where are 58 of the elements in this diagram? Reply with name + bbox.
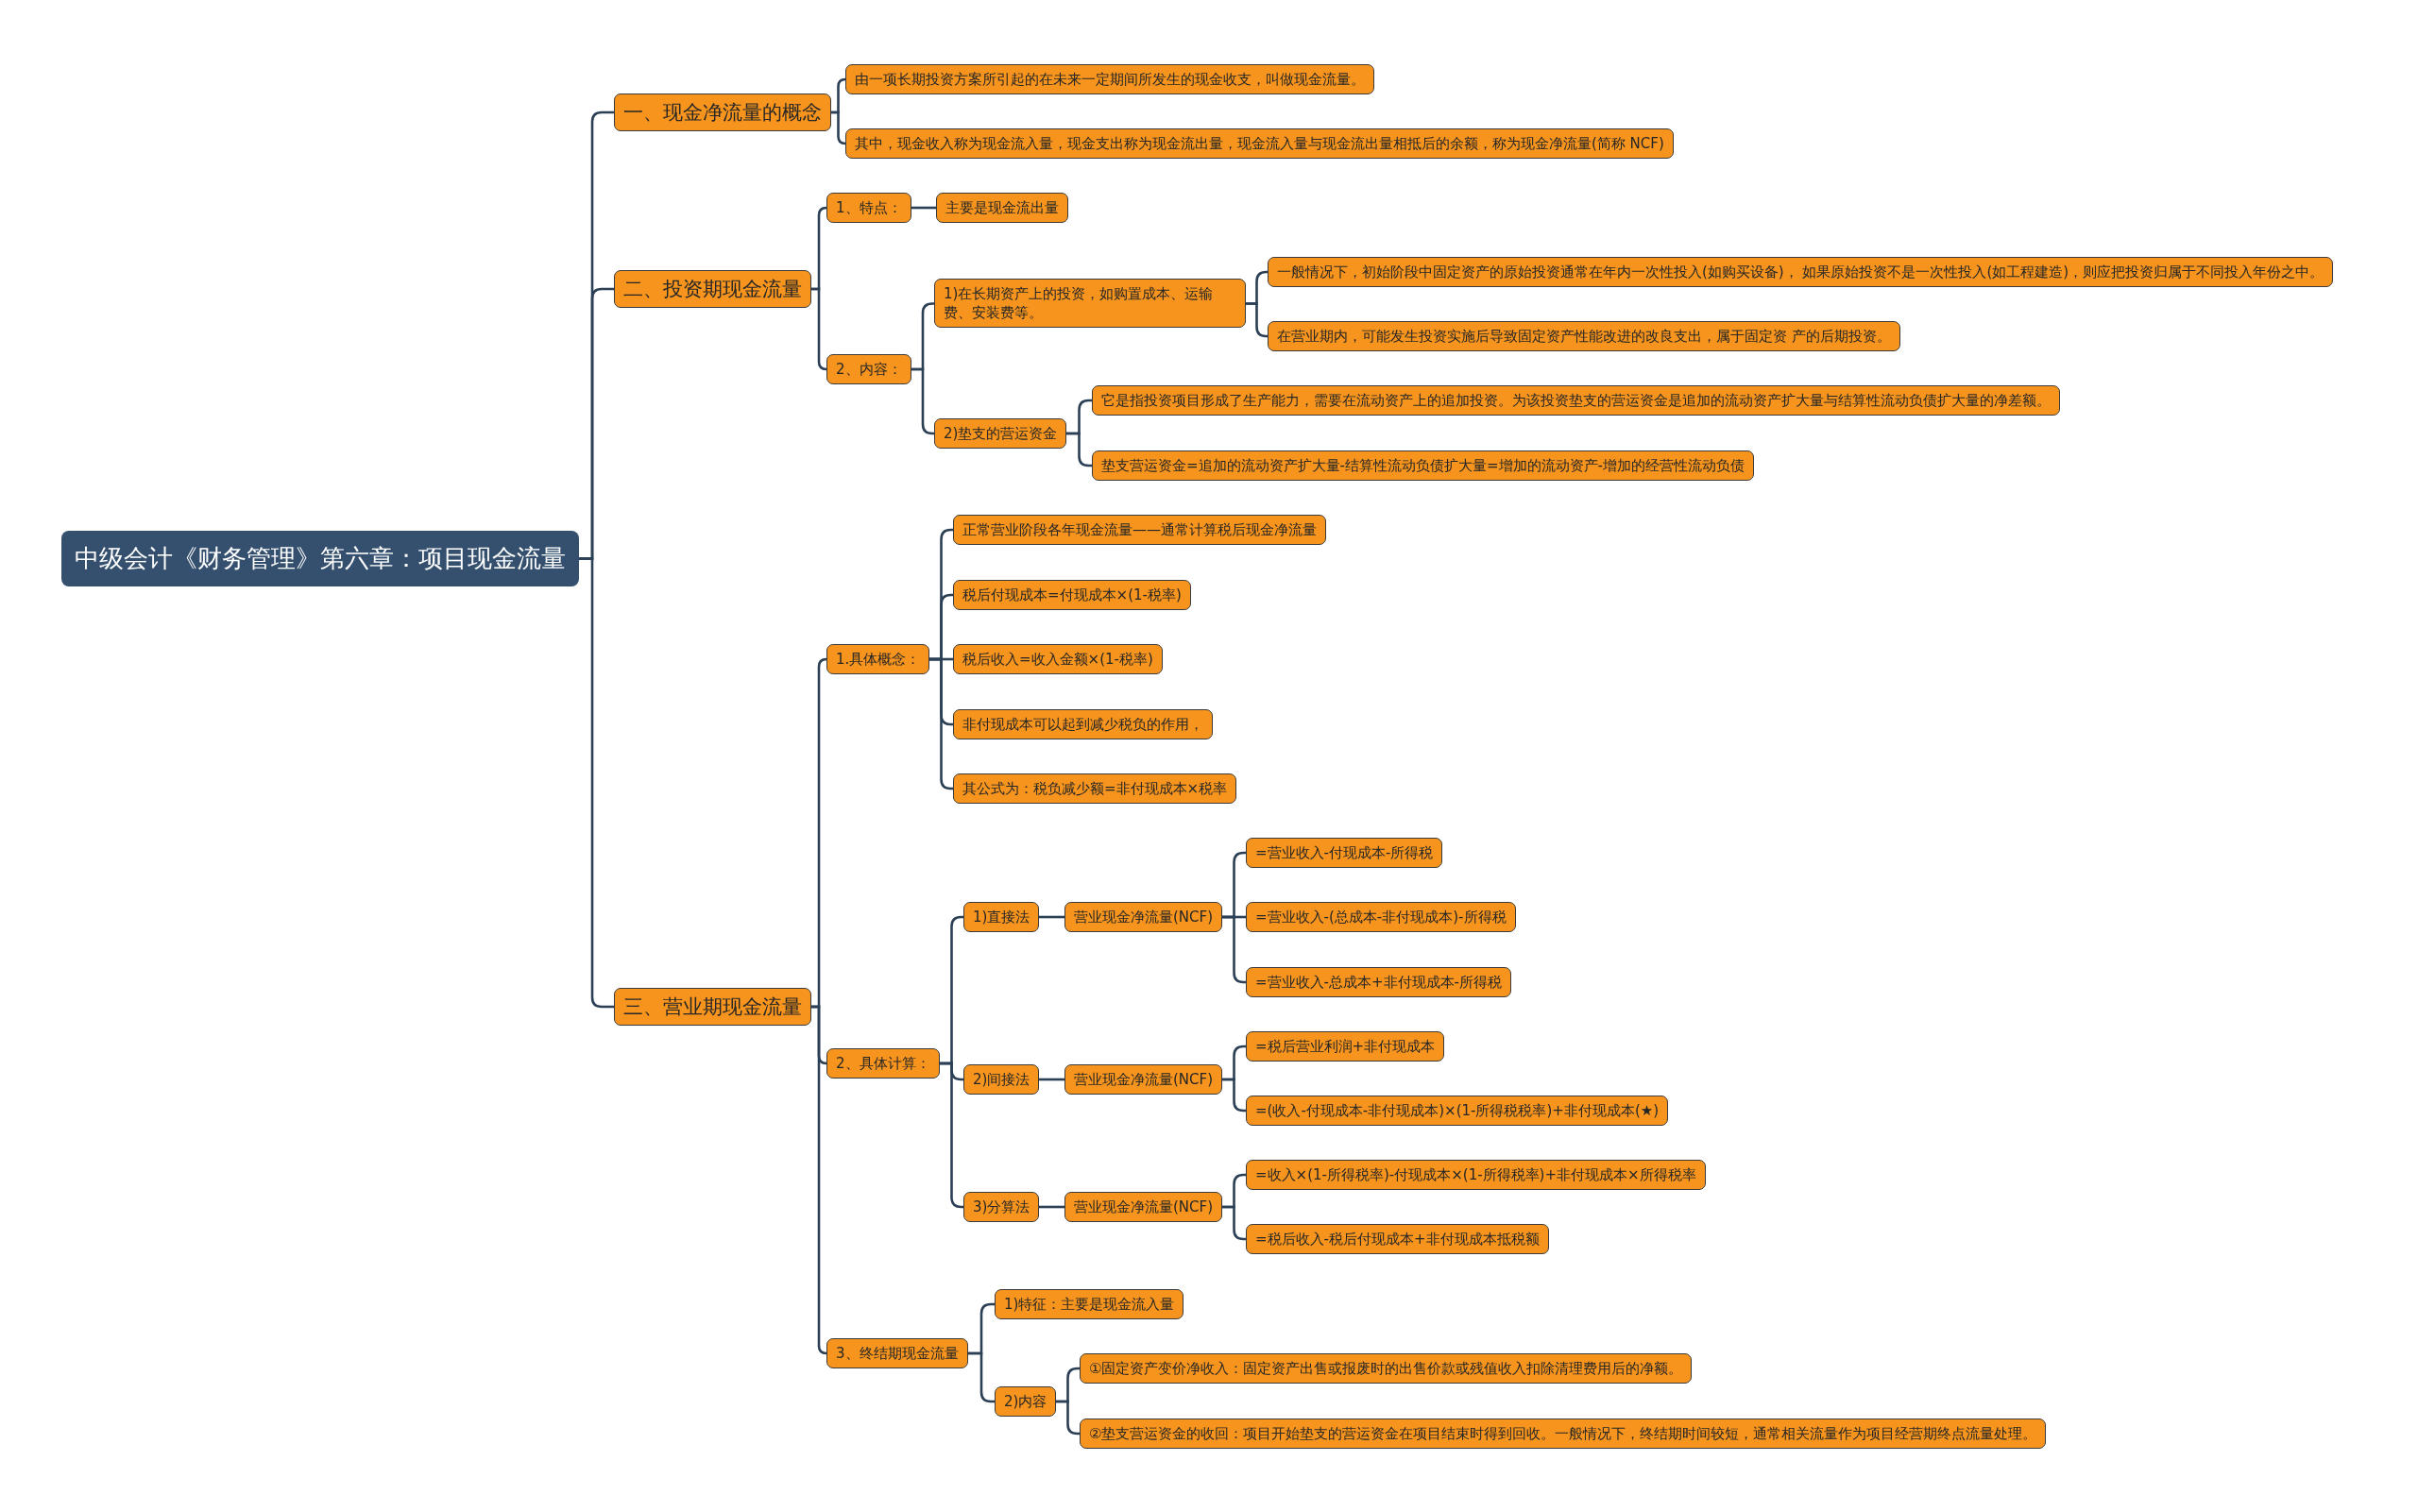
topic-box: 在营业期内，可能发生投资实施后导致固定资产性能改进的改良支出，属于固定资 产的后期投资。: [1268, 321, 1900, 352]
connector: [811, 1005, 828, 1355]
connector: [1246, 302, 1269, 338]
topic-box: 3)分算法: [963, 1192, 1040, 1223]
topic-box: =(收入-付现成本-非付现成本)×(1-所得税税率)+非付现成本(★): [1246, 1096, 1669, 1127]
topic-box: ①固定资产变价净收入：固定资产出售或报废时的出售价款或残值收入扣除清理费用后的净额。: [1080, 1353, 1693, 1385]
connector: [831, 110, 847, 145]
connector: [1039, 1078, 1064, 1081]
connector: [911, 206, 936, 210]
connector: [1056, 1400, 1080, 1436]
topic-box: 1、特点：: [826, 193, 911, 224]
topic-box: 垫支营运资金=追加的流动资产扩大量-结算性流动负债扩大量=增加的流动资产-增加的经营性流动负债: [1092, 450, 1754, 482]
connector: [1039, 1205, 1064, 1209]
topic-box: =营业收入-总成本+非付现成本-所得税: [1246, 967, 1511, 998]
topic-box: 2)间接法: [963, 1064, 1040, 1096]
topic-box: 主要是现金流出量: [936, 193, 1068, 224]
topic-box: 其中，现金收入称为现金流入量，现金支出称为现金流出量，现金流入量与现金流出量相抵后的余额，称为现金净流量(简称 NCF): [845, 128, 1674, 160]
topic-box: 正常营业阶段各年现金流量——通常计算税后现金净流量: [953, 515, 1326, 546]
topic-box: 它是指投资项目形成了生产能力，需要在流动资产上的追加投资。为该投资垫支的营运资金是追加的流动资产扩大量与结算性流动负债扩大量的净差额。: [1092, 385, 2060, 416]
topic-box: 1)直接法: [963, 902, 1040, 933]
connector: [1066, 432, 1092, 467]
topic-box: 二、投资期现金流量: [614, 270, 811, 309]
connector: [968, 1351, 995, 1403]
topic-box: =税后营业利润+非付现成本: [1246, 1031, 1445, 1062]
connector: [811, 287, 828, 371]
topic-box: 一般情况下，初始阶段中固定资产的原始投资通常在年内一次性投入(如购买设备)， 如果原始投资不是一次性投入(如工程建造)，则应把投资归属于不同投入年份之中。: [1268, 257, 2334, 288]
topic-box: ②垫支营运资金的收回：项目开始垫支的营运资金在项目结束时得到回收。一般情况下，终结期时间较短，通常相关流量作为项目经营期终点流量处理。: [1080, 1419, 2047, 1450]
connector: [1222, 915, 1246, 984]
topic-box: 由一项长期投资方案所引起的在未来一定期间所发生的现金收支，叫做现金流量。: [845, 64, 1374, 95]
central-topic: 中级会计《财务管理》第六章：项目现金流量: [61, 530, 579, 586]
topic-box: 三、营业期现金流量: [614, 988, 811, 1027]
topic-box: 2、具体计算：: [826, 1048, 940, 1079]
topic-box: 3、终结期现金流量: [826, 1338, 968, 1369]
topic-box: 营业现金净流量(NCF): [1064, 1064, 1223, 1096]
topic-box: =营业收入-(总成本-非付现成本)-所得税: [1246, 902, 1516, 933]
connector: [929, 657, 953, 790]
connector: [940, 1062, 963, 1209]
topic-box: 非付现成本可以起到减少税负的作用，: [953, 709, 1213, 740]
topic-box: =收入×(1-所得税率)-付现成本×(1-所得税率)+非付现成本×所得税率: [1246, 1160, 1706, 1191]
connector: [1222, 1205, 1246, 1241]
connector: [1039, 915, 1064, 919]
topic-box: 其公式为：税负减少额=非付现成本×税率: [953, 773, 1237, 805]
topic-box: 1.具体概念：: [826, 644, 930, 675]
topic-box: 2、内容：: [826, 354, 911, 385]
topic-box: 营业现金净流量(NCF): [1064, 902, 1223, 933]
topic-box: 税后付现成本=付现成本×(1-税率): [953, 580, 1191, 611]
topic-box: 税后收入=收入金额×(1-税率): [953, 644, 1163, 675]
topic-box: =税后收入-税后付现成本+非付现成本抵税额: [1246, 1224, 1549, 1255]
topic-box: 1)特征：主要是现金流入量: [995, 1289, 1184, 1320]
topic-box: 一、现金净流量的概念: [614, 93, 831, 132]
connector: [579, 557, 614, 1009]
topic-box: =营业收入-付现成本-所得税: [1246, 838, 1443, 869]
topic-box: 1)在长期资产上的投资，如购置成本、运输费、安装费等。: [934, 278, 1246, 328]
connector: [1222, 1078, 1246, 1113]
topic-box: 2)垫支的营运资金: [934, 418, 1067, 450]
topic-box: 2)内容: [995, 1386, 1057, 1418]
connector: [911, 367, 934, 435]
topic-box: 营业现金净流量(NCF): [1064, 1192, 1223, 1223]
